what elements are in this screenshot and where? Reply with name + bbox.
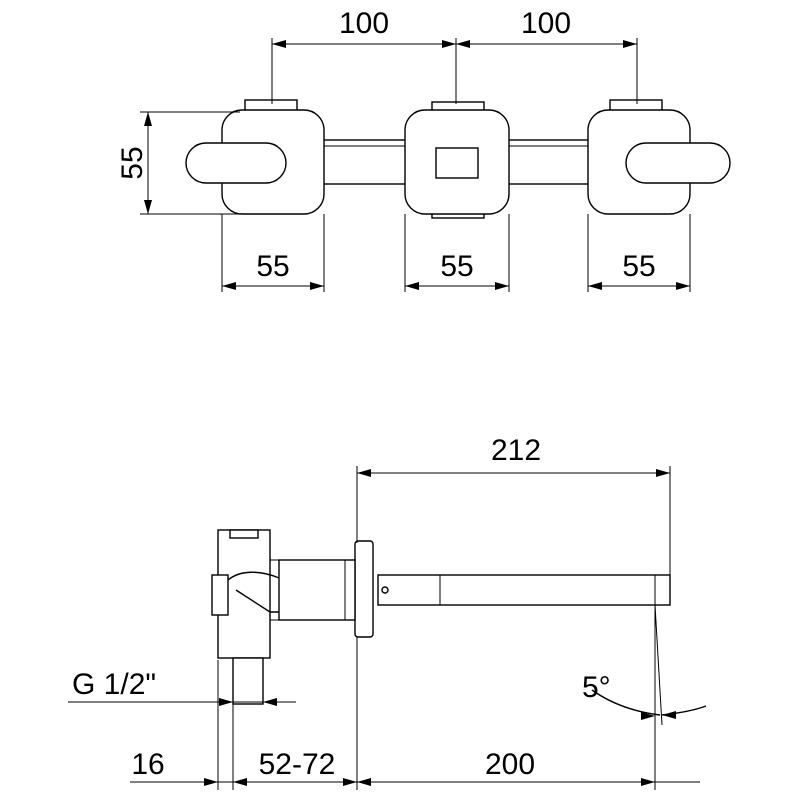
spout bbox=[377, 574, 671, 606]
center-square-cutout bbox=[435, 147, 479, 179]
left-valve-body bbox=[185, 99, 325, 215]
dim-width-right: 55 bbox=[622, 250, 655, 283]
right-valve-body bbox=[587, 99, 731, 215]
wall-flange bbox=[354, 540, 374, 638]
dim-offset: 16 bbox=[131, 748, 164, 781]
connector bbox=[278, 559, 356, 621]
dim-wall-depth: 52-72 bbox=[259, 748, 336, 781]
dim-projection: 200 bbox=[485, 748, 535, 781]
center-spout-body bbox=[404, 101, 510, 219]
connecting-bar-right bbox=[504, 139, 596, 185]
side-view: 212 G 1/2" 5° 16 52-72 200 bbox=[68, 434, 707, 790]
connecting-bar-left bbox=[319, 139, 411, 185]
top-view: 100 100 55 55 55 55 bbox=[116, 7, 731, 292]
dim-height: 55 bbox=[116, 146, 149, 179]
dim-width-center: 55 bbox=[440, 250, 473, 283]
dim-spacing-right: 100 bbox=[521, 7, 571, 40]
dim-spacing-left: 100 bbox=[339, 7, 389, 40]
mixing-body bbox=[211, 529, 280, 705]
dim-width-left: 55 bbox=[256, 250, 289, 283]
dim-thread: G 1/2" bbox=[72, 668, 156, 701]
dim-angle: 5° bbox=[582, 671, 611, 704]
dim-spout-length: 212 bbox=[491, 434, 541, 467]
